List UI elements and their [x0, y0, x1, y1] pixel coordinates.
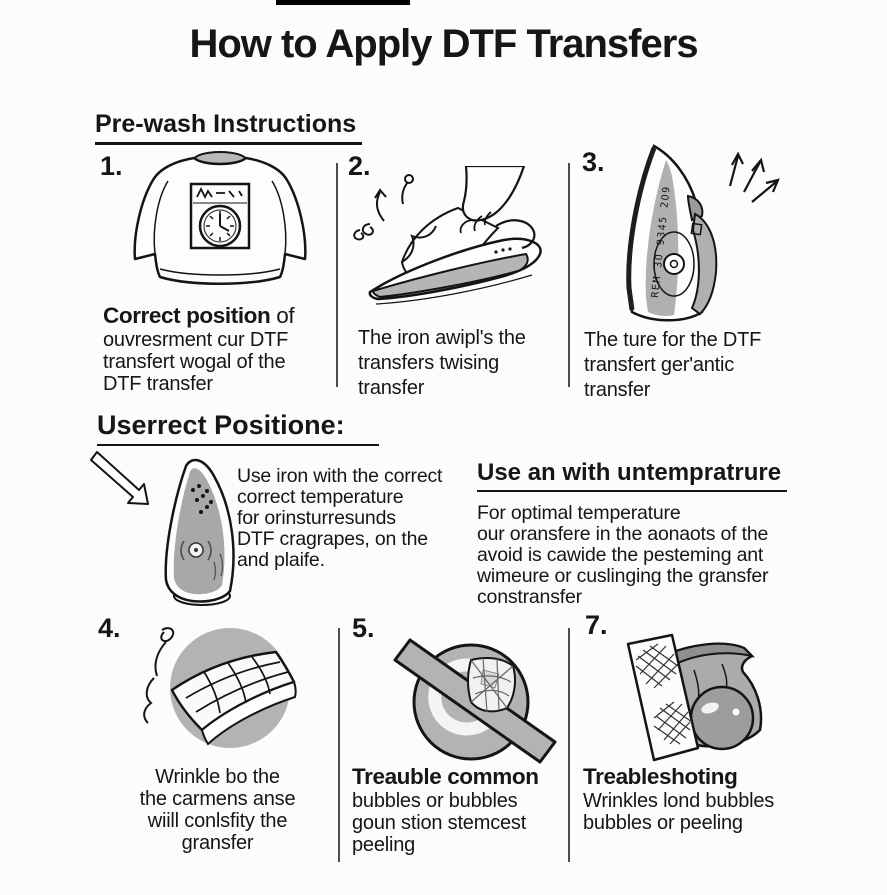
step7-caption-lead: Treableshoting	[583, 764, 738, 789]
text-line: For optimal temperature	[477, 502, 681, 524]
divider-row3-left	[338, 628, 340, 862]
caption-line: transfert ger'antic	[584, 354, 735, 376]
divider-row1-left	[336, 163, 338, 387]
caption-line: bubbles or bubbles	[352, 790, 518, 812]
caption-line: peeling	[352, 834, 416, 856]
iron-pressing-illustration	[353, 166, 542, 305]
no-bubbles-illustration	[393, 638, 557, 764]
text-line: for orinsturresunds	[237, 507, 396, 529]
step4-number: 4.	[98, 613, 121, 643]
caption-line: DTF transfer	[103, 373, 213, 395]
caption-line: ouvresrment cur DTF	[103, 329, 289, 351]
step1-number: 1.	[100, 151, 123, 181]
step2-caption: The iron awipl's the transfers twising t…	[358, 326, 558, 401]
step7-caption: Treableshoting Wrinkles lond bubbles bub…	[583, 764, 798, 834]
caption-line: Wrinkles lond bubbles	[583, 790, 775, 812]
divider-row3-right	[568, 628, 570, 862]
caption-line: transfert wogal of the	[103, 351, 286, 373]
text-line: avoid is cawide the pesteming ant	[477, 544, 764, 566]
caption-line: goun stion stemcest	[352, 812, 527, 834]
temperature-heading: Use an with untempratrure	[477, 459, 788, 492]
text-line: constransfer	[477, 586, 582, 608]
caption-line: bubbles or peeling	[583, 812, 743, 834]
caption-line: Wrinkle bo the	[155, 766, 280, 788]
step2-number: 2.	[348, 151, 371, 181]
caption-line: transfer	[358, 377, 425, 399]
step1-caption: Correct position of ouvresrment cur DTF …	[103, 303, 323, 395]
step1-caption-lead: Correct position of	[103, 303, 295, 328]
text-line: DTF cragrapes, on the	[237, 528, 428, 550]
soleplate-arrow-illustration	[90, 451, 235, 606]
text-line: wimeure or cuslinging the gransfer	[477, 565, 769, 587]
step7-number: 7.	[585, 610, 608, 640]
sweater-illustration	[133, 151, 307, 285]
step5-caption-lead: Treauble common	[352, 764, 539, 789]
caption-line: transfer	[584, 379, 651, 401]
divider-row1-right	[568, 163, 570, 387]
text-line: correct temperature	[237, 486, 404, 508]
step3-caption: The ture for the DTF transfert ger'antic…	[584, 328, 794, 403]
page-title: How to Apply DTF Transfers	[189, 22, 698, 66]
position-heading: Userrect Positione:	[97, 410, 379, 446]
caption-line: wiill conlsfity the	[147, 810, 288, 832]
text-line: our oransfere in the aonaots of the	[477, 523, 769, 545]
upright-iron-illustration: REM 3O 9345 2O9	[626, 144, 780, 322]
prewash-heading: Pre-wash Instructions	[95, 110, 363, 145]
temperature-text: For optimal temperature our oransfere in…	[477, 503, 807, 608]
step5-number: 5.	[352, 613, 375, 643]
position-left-text: Use iron with the correct correct temper…	[237, 466, 457, 571]
wrinkled-transfer-illustration	[143, 627, 297, 748]
peeling-film-illustration	[626, 633, 763, 762]
caption-line: transfers twising	[358, 352, 500, 374]
top-crop-bar	[276, 0, 410, 5]
step5-caption: Treauble common bubbles or bubbles goun …	[352, 764, 557, 856]
step3-number: 3.	[582, 147, 605, 177]
text-line: and plaife.	[237, 549, 325, 571]
step4-caption: Wrinkle bo the the carmens anse wiill co…	[100, 766, 335, 854]
caption-line: The iron awipl's the	[358, 327, 526, 349]
caption-line: gransfer	[181, 832, 254, 854]
caption-line: the carmens anse	[139, 788, 296, 810]
text-line: Use iron with the correct	[237, 465, 443, 487]
caption-line: The ture for the DTF	[584, 329, 762, 351]
